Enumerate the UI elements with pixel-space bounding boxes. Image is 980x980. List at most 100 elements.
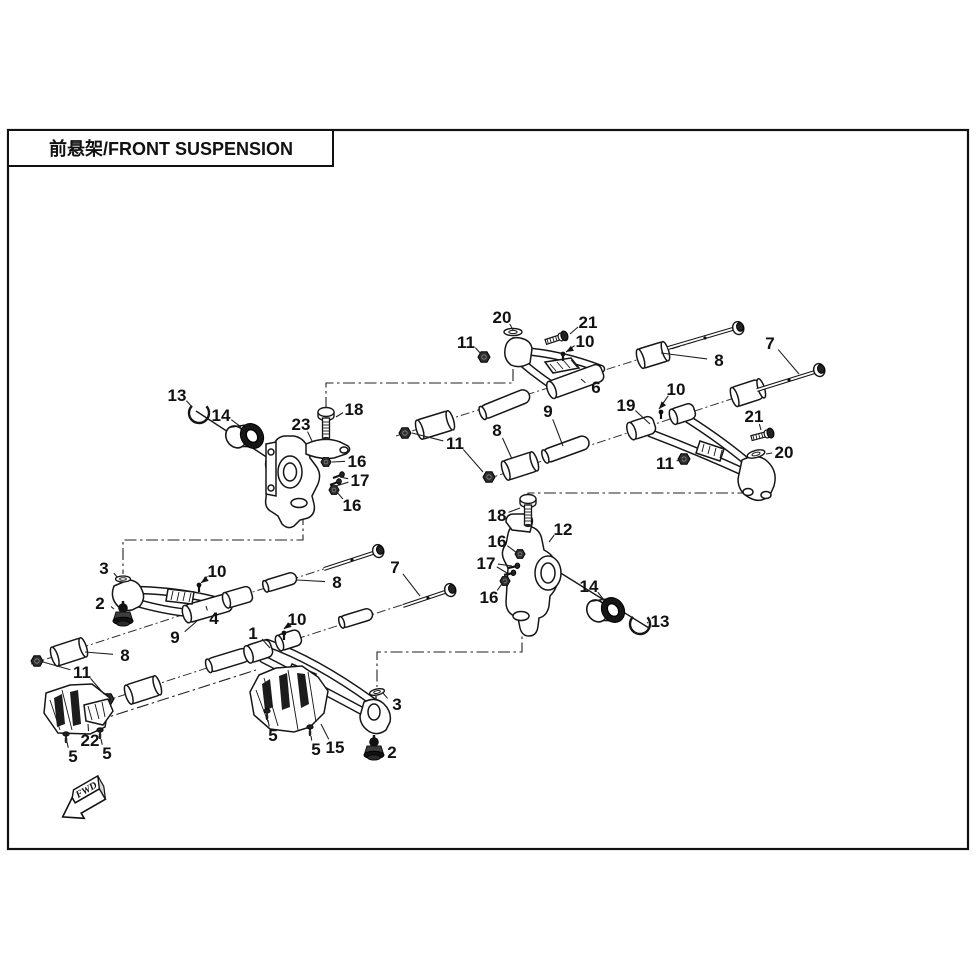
leader-line xyxy=(597,591,605,601)
leader-line xyxy=(758,423,762,431)
part-callout-21-1: 21 xyxy=(579,313,598,332)
knuckle-left xyxy=(264,435,351,529)
bushing-sleeve xyxy=(123,675,163,705)
flange-nut xyxy=(398,427,412,439)
leader-line xyxy=(462,449,484,473)
part-callout-23-14: 23 xyxy=(292,415,311,434)
leader-line xyxy=(552,419,564,447)
leader-line xyxy=(335,412,344,418)
part-callout-8-29: 8 xyxy=(332,573,341,592)
leader-line xyxy=(474,347,482,355)
leader-line xyxy=(382,692,388,699)
pivot-bolt xyxy=(402,581,459,608)
leader-line xyxy=(84,651,114,655)
ball-joint-bracket xyxy=(504,336,533,368)
lock-nut xyxy=(514,549,526,559)
leader-line xyxy=(310,735,313,741)
arm-guard-large xyxy=(249,665,329,733)
bushing-sleeve xyxy=(500,451,540,481)
leader-line xyxy=(339,476,349,480)
spacer-sleeve xyxy=(541,435,590,464)
part-callout-1-36: 1 xyxy=(248,624,257,643)
part-callout-15-43: 15 xyxy=(326,738,345,757)
part-callout-9-37: 9 xyxy=(170,628,179,647)
upper-arm-left xyxy=(111,579,254,624)
part-callout-13-35: 13 xyxy=(651,612,670,631)
part-callout-13-8: 13 xyxy=(168,386,187,405)
part-callout-10-7: 10 xyxy=(667,380,686,399)
leader-line xyxy=(185,400,193,408)
leader-arrowhead xyxy=(659,401,667,409)
leader-line xyxy=(508,507,521,513)
part-callout-18-10: 18 xyxy=(345,400,364,419)
part-callout-3-26: 3 xyxy=(99,559,108,578)
leader-line xyxy=(402,573,421,597)
bushing-sleeve xyxy=(414,409,456,441)
leader-line xyxy=(267,719,270,727)
part-callout-19-9: 19 xyxy=(617,396,636,415)
part-callout-16-18: 16 xyxy=(348,452,367,471)
part-callout-2-45: 2 xyxy=(387,743,396,762)
part-callout-14-12: 14 xyxy=(212,406,231,425)
part-callout-11-2: 11 xyxy=(457,333,475,352)
leader-line xyxy=(411,432,444,442)
leader-line xyxy=(320,723,330,740)
leader-line xyxy=(100,738,103,745)
title-box xyxy=(7,129,334,167)
leader-line xyxy=(635,410,651,425)
part-callout-17-20: 17 xyxy=(351,471,370,490)
part-callout-2-32: 2 xyxy=(95,594,104,613)
leader-arrowhead xyxy=(284,622,292,629)
part-callout-7-4: 7 xyxy=(765,334,774,353)
title-block: 前悬架/FRONT SUSPENSION xyxy=(7,129,334,167)
leader-line xyxy=(646,621,649,624)
part-callout-16-21: 16 xyxy=(343,496,362,515)
part-callout-18-22: 18 xyxy=(488,506,507,525)
part-callout-8-15: 8 xyxy=(492,421,501,440)
pivot-bolt xyxy=(323,542,387,571)
spacer-sleeve xyxy=(337,608,374,629)
part-callout-16-31: 16 xyxy=(480,588,499,607)
part-callout-5-46: 5 xyxy=(68,747,77,766)
washer xyxy=(114,575,132,583)
leader-line xyxy=(496,566,508,574)
leader-line xyxy=(261,638,271,649)
leader-arrowhead xyxy=(566,345,574,352)
leader-line xyxy=(580,378,586,384)
leader-line xyxy=(184,620,198,633)
part-callout-20-0: 20 xyxy=(493,308,512,327)
spacer-sleeve xyxy=(204,647,251,674)
leader-line xyxy=(90,678,105,695)
arm-brace-pad xyxy=(695,440,725,462)
flange-nut xyxy=(482,471,496,483)
part-callout-11-39: 11 xyxy=(73,663,91,682)
part-callout-6-6: 6 xyxy=(591,378,600,397)
part-callout-5-44: 5 xyxy=(311,740,320,759)
part-callout-11-16: 11 xyxy=(446,434,464,453)
upper-arm-right-assembly xyxy=(398,319,747,441)
pivot-bolt xyxy=(667,319,747,350)
leader-line xyxy=(296,579,326,583)
part-callout-16-24: 16 xyxy=(488,532,507,551)
drawing-border xyxy=(6,128,970,851)
leader-line xyxy=(113,572,118,578)
knuckle-left-assembly xyxy=(183,397,351,529)
bushing-sleeve xyxy=(49,637,89,667)
leader-line xyxy=(66,741,69,748)
pivot-bolt xyxy=(756,361,828,392)
fwd-arrow-icon: FWD xyxy=(61,774,107,820)
leader-line xyxy=(569,326,579,335)
part-callout-10-34: 10 xyxy=(288,610,307,629)
flange-nut xyxy=(30,655,44,667)
ball-joint-bracket xyxy=(111,579,145,612)
spacer-sleeve xyxy=(478,389,531,421)
leader-line xyxy=(765,452,773,455)
flange-nut xyxy=(677,453,691,465)
knuckle-right-assembly xyxy=(499,493,656,640)
leader-line xyxy=(496,580,505,591)
leader-line xyxy=(777,349,800,375)
part-callout-11-19: 11 xyxy=(656,454,674,473)
